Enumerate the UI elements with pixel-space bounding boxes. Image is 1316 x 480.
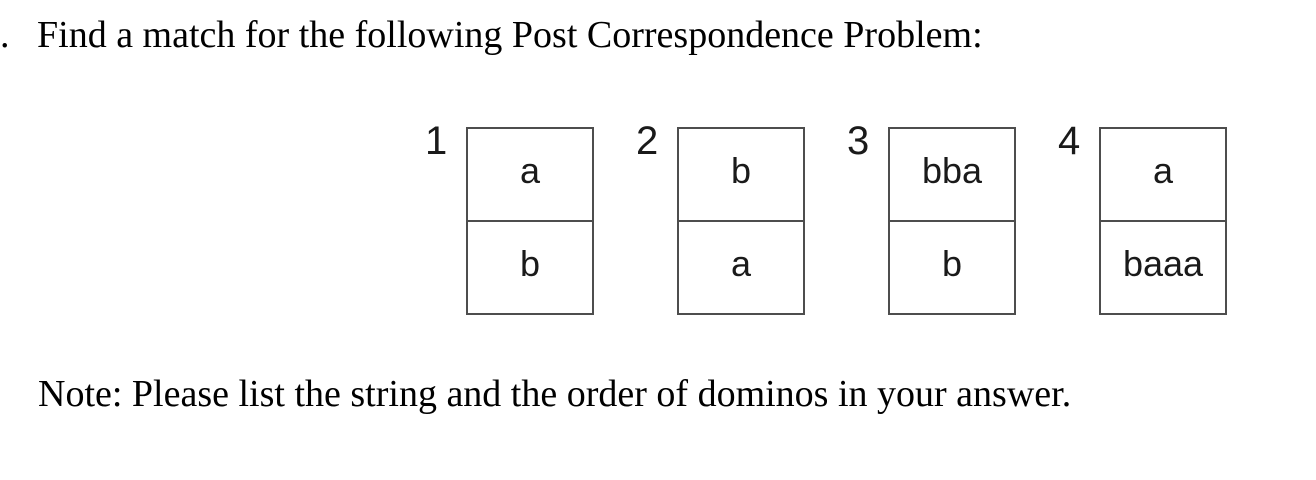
question-text: Find a match for the following Post Corr…	[37, 14, 983, 56]
domino-3: 3 bba b	[847, 121, 1016, 315]
domino-4-box: a baaa	[1099, 127, 1227, 315]
domino-4: 4 a baaa	[1058, 121, 1227, 315]
domino-2-top-cell: b	[679, 129, 803, 222]
domino-4-top-cell: a	[1101, 129, 1225, 222]
domino-3-top-cell: bba	[890, 129, 1014, 222]
list-marker-period: .	[0, 14, 10, 56]
domino-2-label: 2	[636, 119, 659, 163]
domino-3-box: bba b	[888, 127, 1016, 315]
domino-3-bottom-cell: b	[941, 242, 963, 284]
domino-2-box: b a	[677, 127, 805, 315]
question-heading: . Find a match for the following Post Co…	[0, 13, 983, 59]
domino-1: 1 a b	[425, 121, 594, 315]
domino-1-box: a b	[466, 127, 594, 315]
domino-1-top-cell: a	[468, 129, 592, 222]
domino-2: 2 b a	[636, 121, 805, 315]
domino-2-bottom-cell: a	[730, 242, 752, 284]
domino-1-bottom-cell: b	[519, 242, 541, 284]
note-text: Note: Please list the string and the ord…	[38, 373, 1072, 415]
domino-4-label: 4	[1058, 119, 1081, 163]
domino-1-label: 1	[425, 119, 448, 163]
dominos-row: 1 a b 2 b a 3 bba b 4 a baaa	[425, 121, 1227, 315]
domino-3-label: 3	[847, 119, 870, 163]
domino-4-bottom-cell: baaa	[1122, 242, 1204, 284]
